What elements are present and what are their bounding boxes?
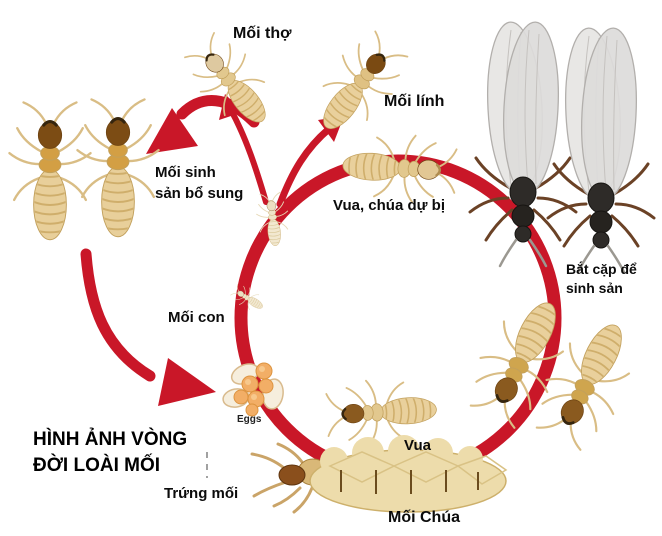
label-worker: Mối thợ [233, 25, 291, 43]
label-soldier-text: Mối lính [384, 93, 445, 110]
label-pairing-line1: Bắt cặp để [566, 261, 637, 277]
label-young: Mối con [168, 309, 225, 326]
supplementary-reproductive-2 [77, 99, 158, 236]
label-supplementary-line1: Mối sinh [155, 164, 216, 181]
page-title: HÌNH ẢNH VÒNG ĐỜI LOÀI MỐI [33, 427, 187, 479]
queen-termite-figure [250, 435, 508, 514]
label-queen: Mối Chúa [388, 509, 460, 527]
label-soldier: Mối lính [384, 93, 444, 111]
label-pairing: Bắt cặp để sinh sản [566, 260, 637, 298]
arrow-to-eggs [80, 248, 156, 382]
supplementary-reproductive-1 [9, 102, 90, 239]
arrow-to-worker [229, 109, 269, 205]
label-supplementary-line2: sản bổ sung [155, 185, 244, 202]
label-supplementary: Mối sinh sản bổ sung [155, 162, 243, 204]
label-pairing-line2: sinh sản [566, 280, 623, 296]
winged-alate-2 [546, 25, 656, 274]
label-reserve-royals-text: Vua, chúa dự bị [333, 197, 445, 214]
arrow-to-soldier [276, 124, 334, 208]
label-king-text: Vua [404, 437, 431, 454]
page-title-line2: ĐỜI LOÀI MỐI [33, 455, 161, 476]
worker-termite-figure [177, 26, 285, 139]
label-queen-text: Mối Chúa [388, 509, 460, 526]
label-eggs-caption: Eggs [237, 414, 261, 425]
egg-cluster-figure [222, 362, 284, 417]
insect-figures [9, 19, 656, 514]
reserve-king-queen-figure [341, 132, 457, 204]
label-eggs-caption-text: Eggs [237, 414, 262, 425]
label-young-text: Mối con [168, 309, 225, 326]
label-king: Vua [404, 437, 431, 454]
label-worker-text: Mối thợ [233, 25, 292, 42]
soldier-termite-figure [302, 25, 416, 147]
winged-alate-1 [468, 19, 578, 268]
arrowhead-eggs [158, 358, 216, 406]
label-termite-eggs-text: Trứng mối [164, 485, 239, 502]
label-reserve-royals: Vua, chúa dự bị [333, 197, 445, 214]
label-termite-eggs: Trứng mối [164, 485, 238, 502]
arrowhead-supplementary [146, 108, 198, 154]
page-title-line1: HÌNH ẢNH VÒNG [33, 429, 188, 450]
